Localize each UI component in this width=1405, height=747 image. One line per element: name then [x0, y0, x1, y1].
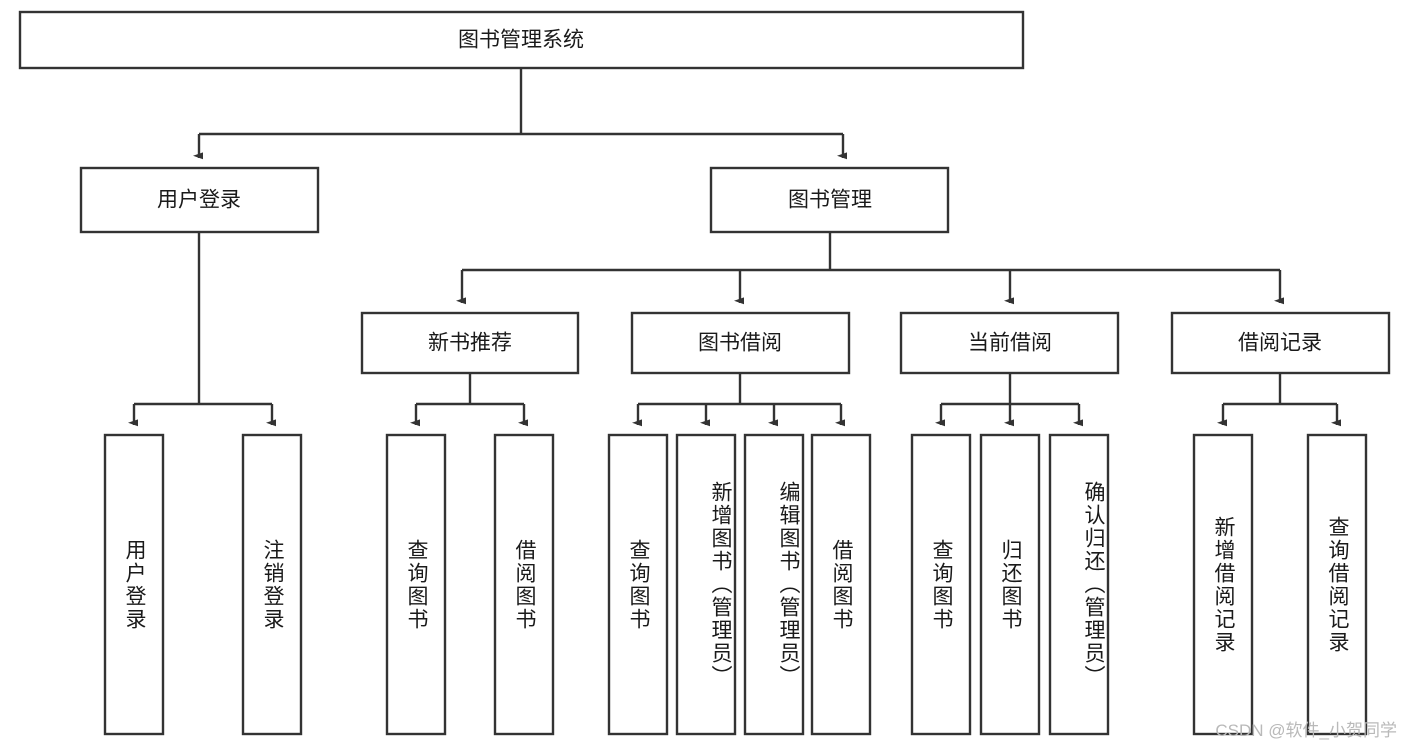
node-new-book-recommend-label: 新书推荐 — [428, 332, 512, 355]
node-leaf-borrow-book-1-box[interactable] — [493, 433, 555, 736]
node-leaf-add-record-box[interactable] — [1192, 433, 1254, 736]
node-new-book-recommend-box[interactable] — [360, 311, 580, 375]
node-leaf-logout-login-box[interactable] — [241, 433, 303, 736]
node-leaf-query-book-1-box[interactable] — [385, 433, 447, 736]
node-leaf-user-login-box[interactable] — [103, 433, 165, 736]
node-leaf-query-book-3-box[interactable] — [910, 433, 972, 736]
connector-root-to-level2 — [193, 68, 847, 160]
node-leaf-borrow-book-2-box[interactable] — [810, 433, 872, 736]
node-user-login-box[interactable] — [79, 166, 320, 234]
node-leaf-return-book-box[interactable] — [979, 433, 1041, 736]
node-user-login-label: 用户登录 — [157, 189, 241, 212]
connector-book-borrow-to-leaves — [632, 373, 845, 427]
node-current-borrow-box[interactable] — [899, 311, 1120, 375]
connector-current-borrow-to-leaves — [935, 373, 1083, 427]
node-borrow-record-box[interactable] — [1170, 311, 1391, 375]
node-book-borrow-label: 图书借阅 — [698, 332, 782, 355]
node-borrow-record-label: 借阅记录 — [1238, 332, 1322, 355]
connector-borrow-record-to-leaves — [1217, 373, 1341, 427]
node-leaf-edit-book-box[interactable] — [743, 433, 805, 736]
node-leaf-query-book-2-box[interactable] — [607, 433, 669, 736]
node-leaf-add-book-box[interactable] — [675, 433, 737, 736]
node-leaf-confirm-return-box[interactable] — [1048, 433, 1110, 736]
node-root-box[interactable] — [18, 10, 1025, 70]
connector-new-book-recommend-to-leaves — [410, 373, 528, 427]
connector-user-login-to-leaves — [128, 232, 276, 427]
node-book-management-label: 图书管理 — [788, 189, 872, 212]
node-current-borrow-label: 当前借阅 — [968, 332, 1052, 355]
node-leaf-query-record-box[interactable] — [1306, 433, 1368, 736]
connector-book-management-to-level3 — [456, 232, 1284, 305]
node-book-management-box[interactable] — [709, 166, 950, 234]
node-book-borrow-box[interactable] — [630, 311, 851, 375]
csdn-watermark: CSDN @软件_小贺同学 — [1215, 721, 1397, 740]
node-root-label: 图书管理系统 — [458, 29, 584, 52]
